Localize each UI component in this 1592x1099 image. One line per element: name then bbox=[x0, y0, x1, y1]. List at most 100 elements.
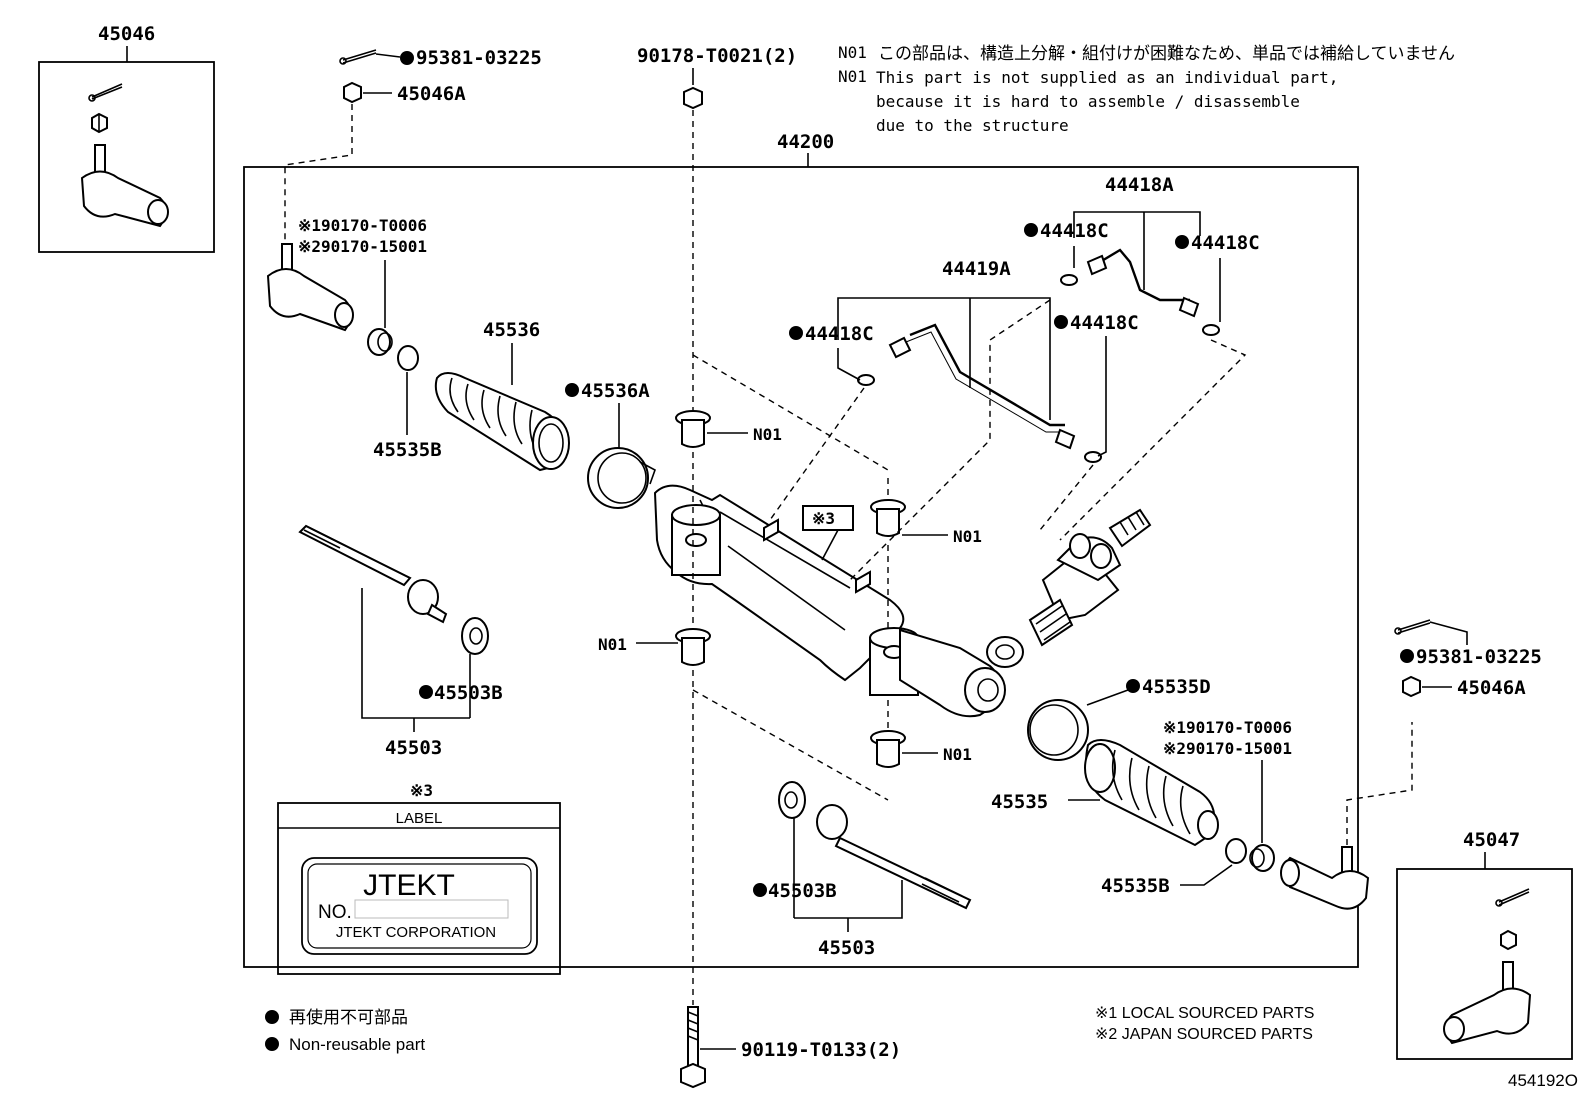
bushing-bottom-left bbox=[675, 628, 711, 666]
o-ring-icon bbox=[1060, 274, 1078, 286]
non-reusable-dot-icon bbox=[1054, 315, 1068, 329]
legend-local: ※1 LOCAL SOURCED PARTS bbox=[1095, 1005, 1314, 1022]
lock-nut-icon bbox=[367, 328, 393, 356]
callout-190170-right: ※190170-T0006 bbox=[1163, 718, 1292, 737]
boot-clamp-small-right-icon bbox=[1225, 838, 1247, 864]
pressure-line-44419a bbox=[888, 323, 1076, 450]
callout-45503-left: 45503 bbox=[385, 737, 442, 759]
callout-45535d: 45535D bbox=[1142, 676, 1211, 698]
sourcing-legend: ※1 LOCAL SOURCED PARTS ※2 JAPAN SOURCED … bbox=[1095, 1005, 1314, 1043]
n01-jp-text: この部品は、構造上分解・組付けが困難なため、単品では補給していません bbox=[878, 44, 1455, 64]
callout-45503-right: 45503 bbox=[818, 937, 875, 959]
cotter-pin-icon bbox=[339, 49, 401, 65]
callout-45046a-top: 45046A bbox=[397, 83, 466, 105]
bushing-bottom-right bbox=[870, 730, 906, 768]
label-detail: ※3 LABEL JTEKT NO. JTEKT CORPORATION bbox=[277, 781, 561, 975]
n01-en-line2: because it is hard to assemble / disasse… bbox=[876, 92, 1300, 111]
n01-jp-tag: N01 bbox=[838, 43, 867, 62]
boot-clamp-small-icon bbox=[397, 345, 419, 371]
n01-en-tag: N01 bbox=[838, 67, 867, 86]
tie-rod-end-icon bbox=[80, 144, 169, 228]
inner-tie-rod-right bbox=[816, 804, 972, 910]
callout-45503b-right: 45503B bbox=[768, 880, 837, 902]
assembly-frame bbox=[243, 166, 1359, 968]
callout-290170-left: ※290170-15001 bbox=[298, 237, 427, 256]
callout-ref3: ※3 bbox=[812, 509, 835, 528]
callout-44418c-1: 44418C bbox=[805, 323, 874, 345]
n01-en-line1: This part is not supplied as an individu… bbox=[876, 68, 1338, 87]
non-reusable-dot-icon bbox=[1175, 235, 1189, 249]
bolt-90119 bbox=[680, 1006, 706, 1089]
o-ring-icon bbox=[1084, 451, 1102, 463]
callout-45535b-left: 45535B bbox=[373, 439, 442, 461]
kit-box-45046: 45046 bbox=[38, 23, 215, 253]
nut-45046a-right-icon bbox=[1402, 675, 1421, 698]
flange-nut-icon bbox=[683, 86, 703, 110]
non-reusable-dot-icon bbox=[1024, 223, 1038, 237]
callout-44418c-2: 44418C bbox=[1070, 312, 1139, 334]
non-reusable-dot-icon bbox=[565, 383, 579, 397]
label-no: NO. bbox=[318, 902, 352, 923]
boot-clamp-large-right-icon bbox=[1027, 699, 1089, 761]
callout-44418a: 44418A bbox=[1105, 174, 1174, 196]
callout-44418c-4: 44418C bbox=[1191, 232, 1260, 254]
tie-rod-end-left bbox=[266, 243, 354, 332]
label-ref: ※3 bbox=[410, 781, 433, 800]
cotter-pin-icon bbox=[1495, 888, 1530, 907]
non-reusable-dot-icon bbox=[419, 685, 433, 699]
callout-90119: 90119-T0133(2) bbox=[741, 1039, 901, 1061]
legend-jp: 再使用不可部品 bbox=[289, 1007, 408, 1027]
cotter-pin-icon bbox=[88, 83, 123, 102]
legend: 再使用不可部品 Non-reusable part bbox=[265, 1007, 425, 1054]
non-reusable-dot-icon bbox=[789, 326, 803, 340]
bellows-boot-right bbox=[1084, 739, 1219, 847]
n01-en-line3: due to the structure bbox=[876, 116, 1069, 135]
label-corp: JTEKT CORPORATION bbox=[336, 924, 496, 941]
lock-washer-right-icon bbox=[778, 781, 806, 819]
rack-housing bbox=[653, 484, 1024, 718]
lock-nut-right-icon bbox=[1249, 844, 1275, 872]
non-reusable-dot-icon bbox=[265, 1010, 279, 1024]
callout-n01-3: N01 bbox=[598, 635, 627, 654]
callout-45536a: 45536A bbox=[581, 380, 650, 402]
callout-190170-left: ※190170-T0006 bbox=[298, 216, 427, 235]
callout-n01-2: N01 bbox=[953, 527, 982, 546]
cotter-pin-icon bbox=[1394, 619, 1431, 635]
non-reusable-dot-icon bbox=[1400, 649, 1414, 663]
non-reusable-dot-icon bbox=[753, 883, 767, 897]
o-ring-icon bbox=[857, 374, 875, 386]
callout-90178: 90178-T0021(2) bbox=[637, 45, 797, 67]
tie-rod-end-right bbox=[1280, 846, 1370, 910]
kit-box-45047: 45047 bbox=[1396, 829, 1573, 1060]
callout-n01-4: N01 bbox=[943, 745, 972, 764]
non-reusable-dot-icon bbox=[400, 51, 414, 65]
non-reusable-dot-icon bbox=[1126, 679, 1140, 693]
pressure-line-44418a bbox=[1086, 248, 1200, 318]
castle-nut-icon bbox=[1500, 929, 1517, 951]
boot-clamp-large-icon bbox=[587, 447, 656, 509]
callout-45046a-right: 45046A bbox=[1457, 677, 1526, 699]
bushing-top-left bbox=[675, 410, 711, 448]
callout-45046: 45046 bbox=[98, 23, 155, 45]
nut-45046a-icon bbox=[343, 81, 362, 104]
label-brand: JTEKT bbox=[363, 869, 455, 902]
callout-45535: 45535 bbox=[991, 791, 1048, 813]
callout-45535b-right: 45535B bbox=[1101, 875, 1170, 897]
bushing-top-right bbox=[870, 499, 906, 537]
non-reusable-dot-icon bbox=[265, 1037, 279, 1051]
callout-44418c-3: 44418C bbox=[1040, 220, 1109, 242]
legend-japan: ※2 JAPAN SOURCED PARTS bbox=[1095, 1026, 1313, 1043]
callout-45047: 45047 bbox=[1463, 829, 1520, 851]
callout-44419a: 44419A bbox=[942, 258, 1011, 280]
callout-45536: 45536 bbox=[483, 319, 540, 341]
tie-rod-end-icon bbox=[1443, 961, 1532, 1045]
callout-290170-right: ※290170-15001 bbox=[1163, 739, 1292, 758]
callout-95381-right: 95381-03225 bbox=[1416, 646, 1542, 668]
callout-95381-top: 95381-03225 bbox=[416, 47, 542, 69]
callout-n01-1: N01 bbox=[753, 425, 782, 444]
label-number-blank bbox=[354, 899, 509, 919]
lock-washer-left-icon bbox=[461, 617, 489, 655]
bellows-boot-left bbox=[434, 372, 570, 472]
figure-code: 454192O bbox=[1508, 1071, 1578, 1090]
